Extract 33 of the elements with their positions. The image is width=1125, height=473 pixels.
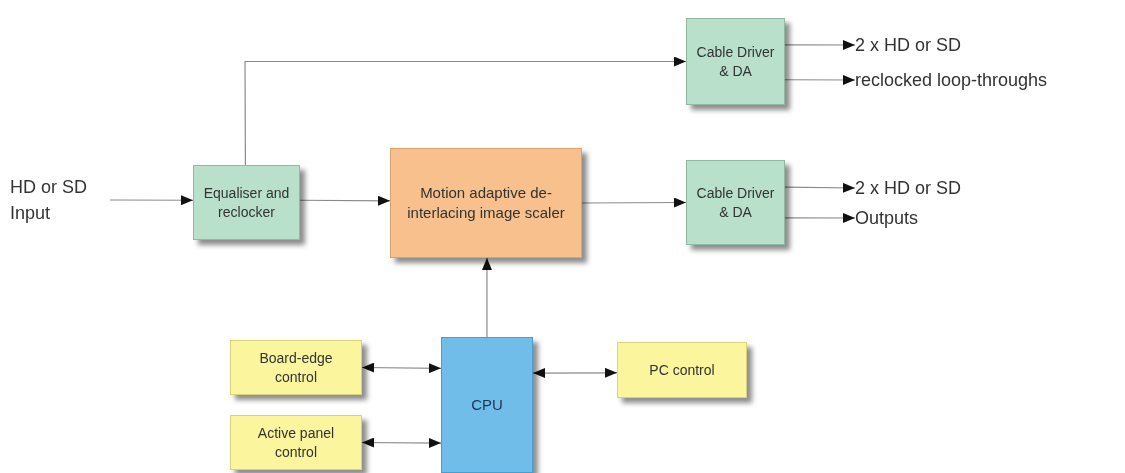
signal-label: reclocked loop-throughs <box>855 67 1120 93</box>
arrow <box>581 197 687 208</box>
process-box <box>686 160 785 245</box>
arrow <box>481 257 492 338</box>
arrow <box>784 74 856 85</box>
arrow <box>784 212 856 223</box>
arrow <box>361 362 442 374</box>
arrow <box>361 437 442 448</box>
arrow <box>244 56 687 166</box>
control-box <box>230 340 362 395</box>
signal-label: Outputs <box>855 205 1085 231</box>
signal-label: 2 x HD or SD <box>855 175 1085 201</box>
processor-box <box>441 337 533 473</box>
box-label: Board-edge control <box>258 348 334 387</box>
control-box <box>617 342 747 398</box>
box-label: PC control <box>649 360 715 380</box>
box-label: Cable Driver & DA <box>695 183 776 222</box>
box-label: CPU <box>471 394 503 415</box>
process-box <box>686 18 785 105</box>
process-box <box>390 148 582 258</box>
box-label: Equaliser and reclocker <box>202 183 291 222</box>
signal-label: HD or SD Input <box>10 174 110 226</box>
arrow <box>299 195 391 206</box>
box-label: Cable Driver & DA <box>695 42 776 81</box>
process-box <box>193 165 300 240</box>
arrow <box>532 367 618 378</box>
control-box <box>230 415 362 470</box>
arrow <box>784 40 856 50</box>
box-label: Motion adaptive de-interlacing image scaler <box>406 182 566 223</box>
signal-label: 2 x HD or SD <box>855 32 1085 58</box>
box-label: Active panel control <box>256 423 336 462</box>
arrow <box>784 182 856 193</box>
arrow <box>109 195 194 206</box>
